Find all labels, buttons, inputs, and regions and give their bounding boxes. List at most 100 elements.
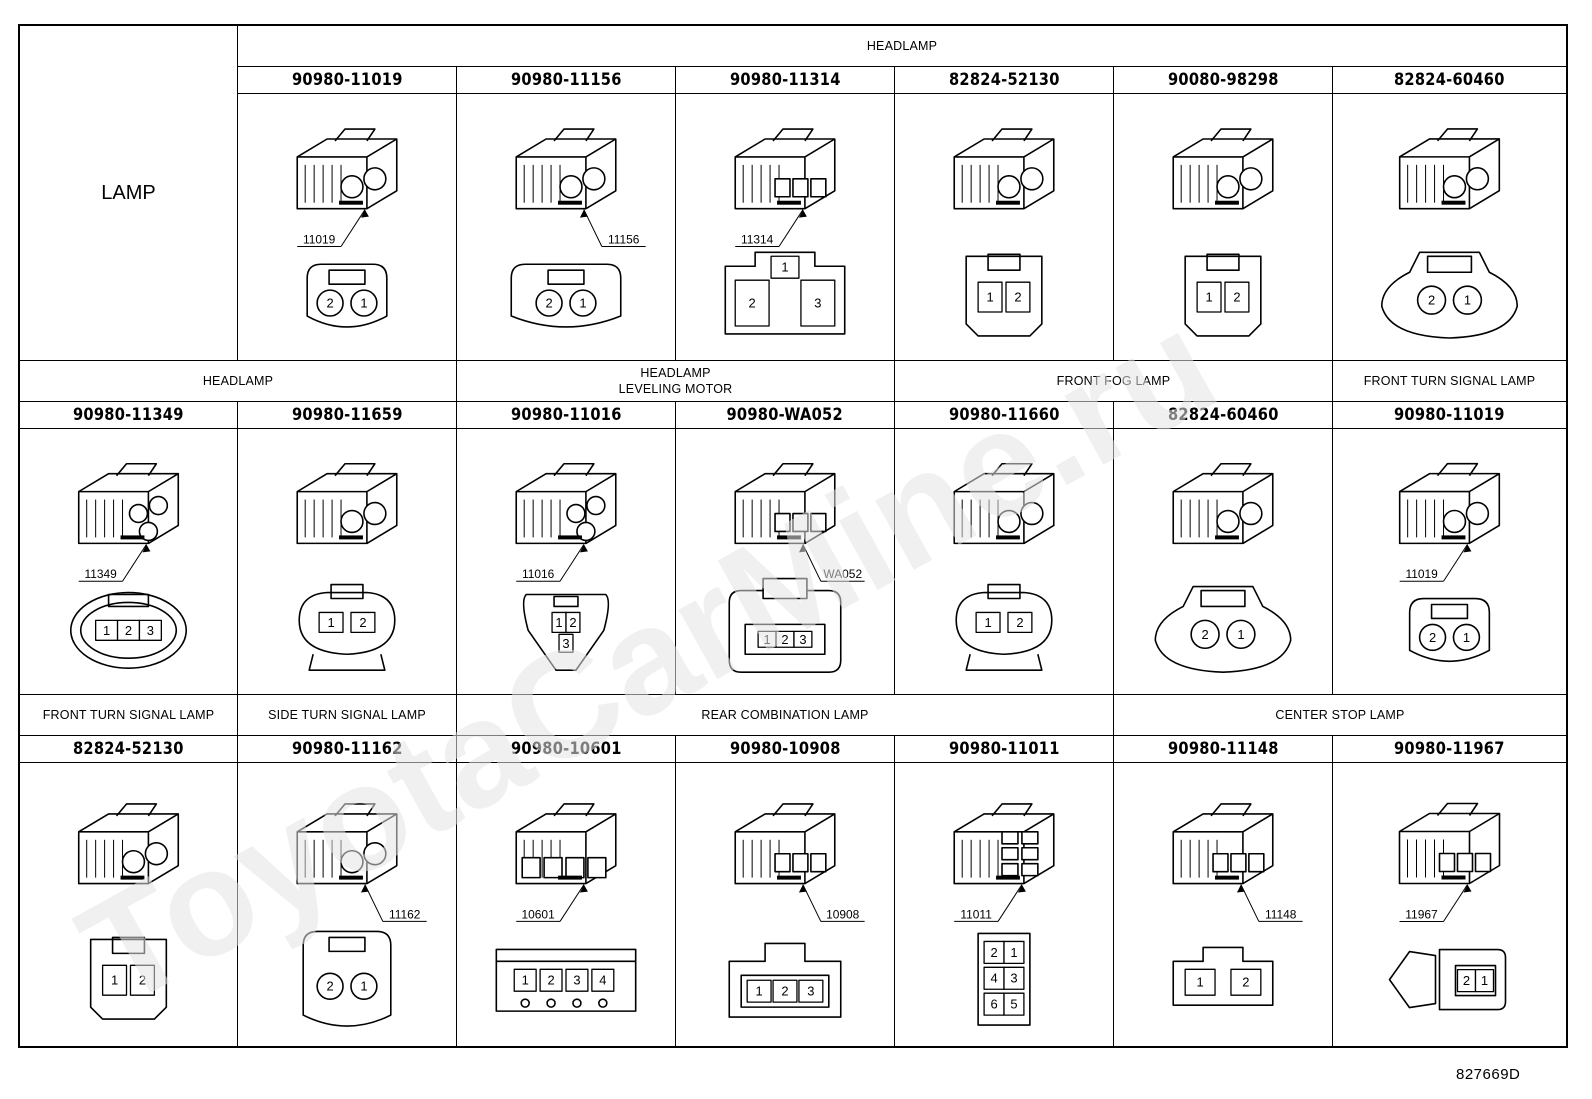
pin-number: 1 xyxy=(1205,290,1212,305)
pin-number: 3 xyxy=(573,973,580,988)
connector-housing xyxy=(1398,128,1501,210)
part-number: 90980-11016 xyxy=(510,405,622,425)
pin-cavity xyxy=(1416,285,1447,315)
pin-cavity xyxy=(746,979,772,1003)
pin-cavity xyxy=(1003,940,1025,964)
pin-cavity xyxy=(1003,966,1025,990)
pin-number: 1 xyxy=(327,615,334,630)
pin-number: 4 xyxy=(599,973,606,988)
connector-housing xyxy=(77,803,180,885)
connector-housing xyxy=(1398,802,1501,885)
pin-number: 2 xyxy=(781,984,788,999)
part-number-cell: 90980-11314 xyxy=(676,67,895,94)
callout: WA052 xyxy=(798,544,865,582)
callout-label: 11162 xyxy=(389,907,421,921)
part-number: 90980-10908 xyxy=(729,739,841,759)
callout: 11314 xyxy=(735,209,807,248)
callout: 11162 xyxy=(360,884,427,922)
pin-cavity xyxy=(975,611,1001,633)
part-number-cell: 90980-10908 xyxy=(676,736,895,763)
group-header-side-turn-signal-lamp: SIDE TURN SIGNAL LAMP xyxy=(238,695,457,736)
pin-number: 1 xyxy=(360,296,367,311)
pin-cavity xyxy=(569,289,597,317)
pin-cavity xyxy=(1003,992,1025,1016)
part-number: 90980-11019 xyxy=(291,70,403,90)
pin-cavity xyxy=(535,289,563,317)
callout-label: 11011 xyxy=(960,907,992,921)
part-number: 90980-11660 xyxy=(948,405,1060,425)
pin-number: 1 xyxy=(360,979,367,994)
callout-label: 11016 xyxy=(522,567,555,581)
callout-label: 11314 xyxy=(741,233,774,247)
callout-label: 11349 xyxy=(84,567,117,581)
pin-number: 1 xyxy=(781,260,788,275)
pin-number: 1 xyxy=(756,984,763,999)
pin-cavity xyxy=(1230,968,1262,996)
group-header-label: REAR COMBINATION LAMP xyxy=(701,708,869,722)
pin-cavity xyxy=(316,972,344,1000)
pin-number: 2 xyxy=(1242,975,1249,990)
pin-cavity xyxy=(565,968,589,992)
part-number-cell: 90980-11967 xyxy=(1333,736,1566,763)
callout: 11019 xyxy=(297,209,369,248)
part-number-cell: 90980-11162 xyxy=(238,736,457,763)
callout: 10601 xyxy=(516,884,588,922)
pin-number: 2 xyxy=(359,615,366,630)
pin-cavity xyxy=(1452,623,1481,652)
part-number: 82824-52130 xyxy=(948,70,1060,90)
callout: 11156 xyxy=(579,209,646,248)
part-number: 90980-11659 xyxy=(291,405,403,425)
part-number: 82824-52130 xyxy=(73,739,184,759)
pin-number: 2 xyxy=(1428,293,1435,308)
pin-number: 2 xyxy=(990,945,997,960)
pin-cavity xyxy=(350,611,376,633)
group-header-label: SIDE TURN SIGNAL LAMP xyxy=(268,708,426,722)
part-number: 90980-11156 xyxy=(510,70,622,90)
corner-label: LAMP xyxy=(101,181,156,204)
pin-cavity xyxy=(793,630,813,648)
callout-label: 10601 xyxy=(522,907,556,921)
pin-number: 1 xyxy=(1463,630,1470,645)
connector-housing xyxy=(515,462,617,545)
connector-housing xyxy=(734,128,836,210)
pin-number: 1 xyxy=(1464,293,1471,308)
pin-cavity xyxy=(565,611,581,633)
pin-cavity xyxy=(734,279,770,327)
connector-housing xyxy=(953,128,1055,210)
pin-number: 1 xyxy=(1197,975,1204,990)
connector-housing xyxy=(734,803,836,885)
pin-cavity xyxy=(513,968,537,992)
group-header-label: FRONT TURN SIGNAL LAMP xyxy=(42,708,215,722)
group-header-label: HEADLAMP xyxy=(202,374,274,388)
pin-number: 3 xyxy=(147,623,154,638)
connector-housing xyxy=(77,462,180,545)
part-number: 90980-11011 xyxy=(948,739,1060,759)
figure-id: 827669D xyxy=(1456,1066,1521,1083)
pin-number: 5 xyxy=(1010,997,1017,1012)
pin-number: 2 xyxy=(1463,973,1470,988)
